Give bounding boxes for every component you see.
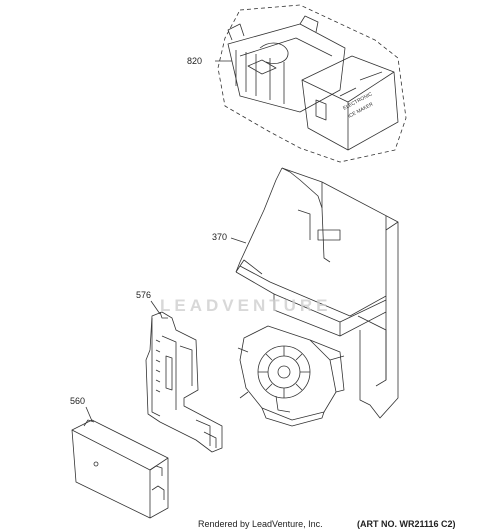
- bracket-body: [145, 311, 223, 453]
- callout-820[interactable]: 820: [187, 56, 203, 66]
- rendered-by-credit: Rendered by LeadVenture, Inc.: [198, 519, 323, 529]
- auger-gear-housing: [237, 325, 345, 427]
- callout-370[interactable]: 370: [212, 232, 228, 242]
- control-board-body: [71, 419, 169, 519]
- bracket-assembly[interactable]: [145, 311, 223, 453]
- callout-576[interactable]: 576: [136, 290, 152, 300]
- art-number: (ART NO. WR21116 C2): [357, 519, 456, 529]
- ice-maker-dashed-outline: [217, 4, 407, 163]
- control-board-assembly[interactable]: [71, 419, 169, 519]
- leader-line-370: [230, 237, 247, 244]
- leader-line-560: [85, 406, 93, 422]
- ice-maker-control-housing: [301, 55, 399, 151]
- watermark: LEADVENTURE: [160, 296, 332, 315]
- callout-560[interactable]: 560: [70, 396, 86, 406]
- ice-bucket-body: [281, 167, 399, 419]
- ice-bucket-assembly[interactable]: [235, 167, 399, 427]
- ice-maker-assembly[interactable]: [217, 4, 407, 163]
- leader-line-576: [150, 300, 161, 315]
